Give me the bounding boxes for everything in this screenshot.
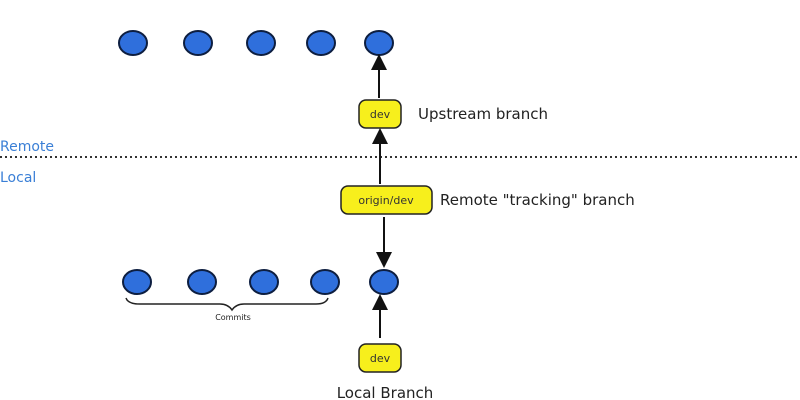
local-commit-4 [310, 269, 340, 295]
remote-zone-label: Remote [0, 139, 54, 155]
commits-brace [125, 297, 329, 312]
local-commit-row [122, 269, 399, 295]
local-commit-1 [122, 269, 152, 295]
tracking-branch-box: origin/dev [340, 185, 433, 215]
upstream-branch-box: dev [358, 99, 402, 129]
local-zone-label: Local [0, 170, 36, 186]
local-branch-box-text: dev [370, 352, 391, 365]
local-commit-5 [369, 269, 399, 295]
upstream-branch-box-text: dev [370, 108, 391, 121]
remote-commit-row [118, 30, 394, 56]
remote-commit-5 [364, 30, 394, 56]
upstream-branch-label: Upstream branch [418, 105, 548, 123]
remote-commit-1 [118, 30, 148, 56]
local-commit-3 [249, 269, 279, 295]
local-commit-2 [187, 269, 217, 295]
commits-label: Commits [215, 313, 251, 322]
local-branch-box: dev [358, 343, 402, 373]
remote-commit-4 [306, 30, 336, 56]
remote-commit-3 [246, 30, 276, 56]
remote-commit-2 [183, 30, 213, 56]
tracking-branch-box-text: origin/dev [358, 194, 414, 207]
tracking-branch-label: Remote "tracking" branch [440, 191, 635, 209]
local-branch-label: Local Branch [337, 384, 434, 400]
